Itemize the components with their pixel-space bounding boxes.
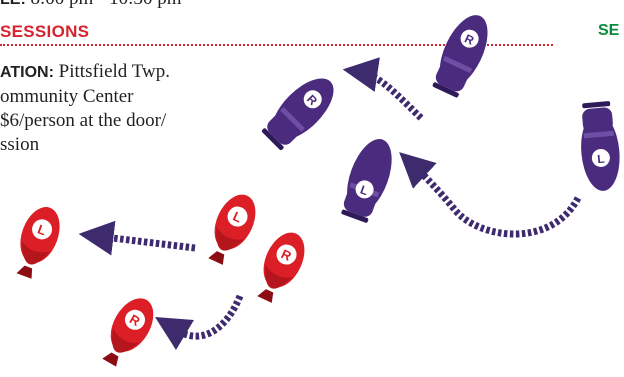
red-shoe-right-2: R <box>94 291 162 372</box>
step-path-red-2 <box>170 296 240 336</box>
purple-shoe-left-1: L <box>336 133 400 225</box>
red-shoe-left-2: L <box>200 188 263 269</box>
step-path-purple-2 <box>412 164 578 234</box>
purple-shoe-left-2: L <box>577 101 623 193</box>
step-path-purple-1 <box>360 72 421 118</box>
purple-shoe-right-2: R <box>258 68 344 154</box>
red-shoe-left-1: L <box>8 202 67 283</box>
red-shoe-right-1: R <box>249 226 312 307</box>
purple-shoe-right-1: R <box>427 8 497 100</box>
step-path-red-1 <box>96 236 195 248</box>
purple-shoe-left-2-letter: L <box>597 152 606 167</box>
